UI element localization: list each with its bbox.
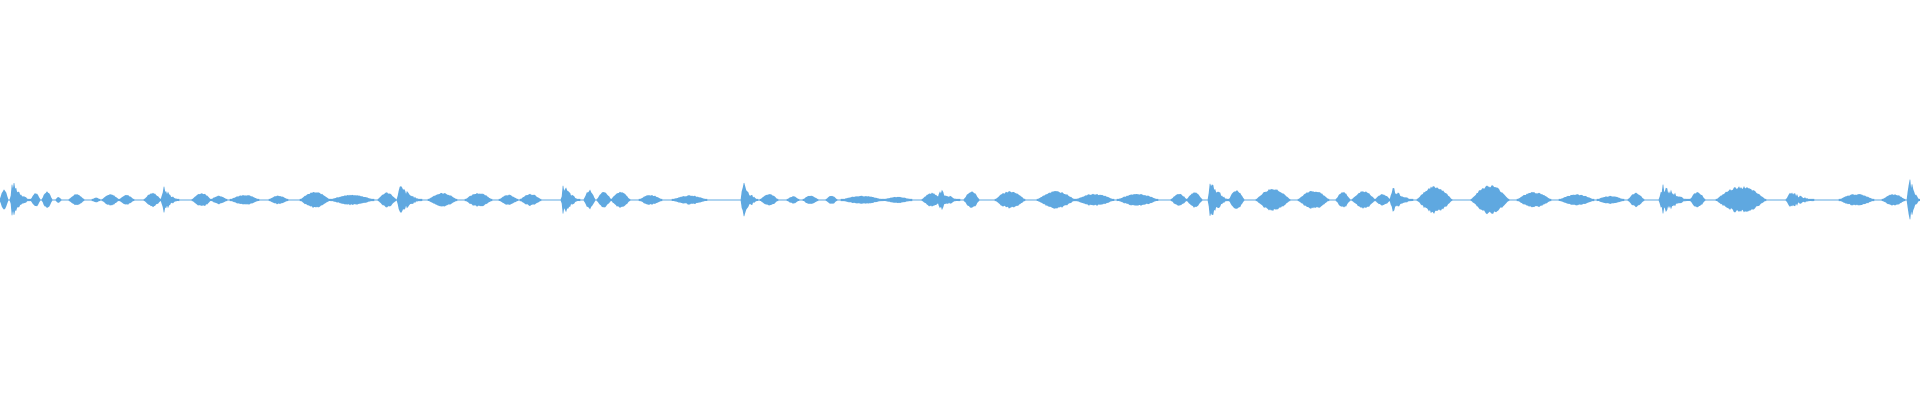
waveform-segment xyxy=(299,192,331,208)
waveform-segment xyxy=(638,195,663,205)
waveform-segment xyxy=(160,186,180,213)
waveform-segment xyxy=(825,195,838,204)
waveform-segment xyxy=(1470,185,1510,215)
waveform-segment xyxy=(560,185,581,214)
waveform-segment xyxy=(101,194,120,206)
waveform-segment xyxy=(596,191,612,208)
waveform-segment xyxy=(1228,190,1245,209)
waveform-segment xyxy=(994,191,1026,209)
waveform-segment xyxy=(377,192,397,208)
waveform-segment xyxy=(464,192,493,207)
waveform-segment xyxy=(740,182,759,217)
waveform-segment xyxy=(882,196,913,204)
waveform-segment xyxy=(9,183,32,216)
waveform-segment xyxy=(802,195,819,204)
waveform-segment xyxy=(1297,190,1330,209)
waveform-segment xyxy=(1596,195,1625,204)
waveform-segment xyxy=(1558,194,1595,206)
waveform-segment xyxy=(1838,193,1875,206)
waveform-segment xyxy=(118,194,135,205)
waveform-segment xyxy=(1207,183,1230,216)
waveform-segment xyxy=(1785,192,1815,207)
waveform-segment xyxy=(1416,186,1453,214)
waveform-segment xyxy=(30,193,41,207)
waveform-segment xyxy=(1627,192,1645,208)
waveform-segment xyxy=(1170,193,1188,206)
waveform-segment xyxy=(143,192,162,208)
waveform-segment xyxy=(963,191,980,208)
waveform-segment xyxy=(519,193,542,207)
waveform-segment xyxy=(1186,192,1203,208)
waveform-segment xyxy=(1881,194,1906,206)
waveform-segment xyxy=(759,194,779,206)
waveform-segment xyxy=(1389,187,1414,212)
waveform-segment xyxy=(1715,185,1767,213)
waveform-bars xyxy=(0,179,1920,220)
waveform-segment xyxy=(41,191,53,208)
waveform-segment xyxy=(671,195,708,205)
waveform-segment xyxy=(1351,191,1376,209)
waveform-segment xyxy=(68,194,85,206)
waveform-segment xyxy=(229,194,260,205)
waveform-segment xyxy=(91,197,101,203)
waveform-segment xyxy=(191,193,212,207)
waveform-segment xyxy=(1906,179,1920,220)
waveform-segment xyxy=(1658,184,1691,214)
waveform-segment xyxy=(1116,193,1159,206)
waveform-segment xyxy=(1689,192,1706,208)
waveform-segment xyxy=(55,196,62,203)
waveform-segment xyxy=(1255,188,1291,211)
waveform-segment xyxy=(0,189,9,210)
waveform-segment xyxy=(1374,194,1391,206)
waveform-segment xyxy=(1516,191,1552,208)
waveform-segment xyxy=(329,194,375,206)
waveform-segment xyxy=(1074,193,1115,207)
waveform-segment xyxy=(583,189,596,210)
waveform-segment xyxy=(268,195,289,205)
waveform-segment xyxy=(210,195,228,205)
waveform-segment xyxy=(1036,191,1076,209)
waveform-segment xyxy=(936,189,961,211)
waveform-segment xyxy=(840,195,884,204)
waveform-segment xyxy=(1335,191,1351,208)
waveform-segment xyxy=(396,186,423,214)
waveform-segment xyxy=(498,194,519,205)
waveform-segment xyxy=(786,196,800,204)
waveform-segment xyxy=(610,191,631,208)
waveform-segment xyxy=(427,192,458,207)
